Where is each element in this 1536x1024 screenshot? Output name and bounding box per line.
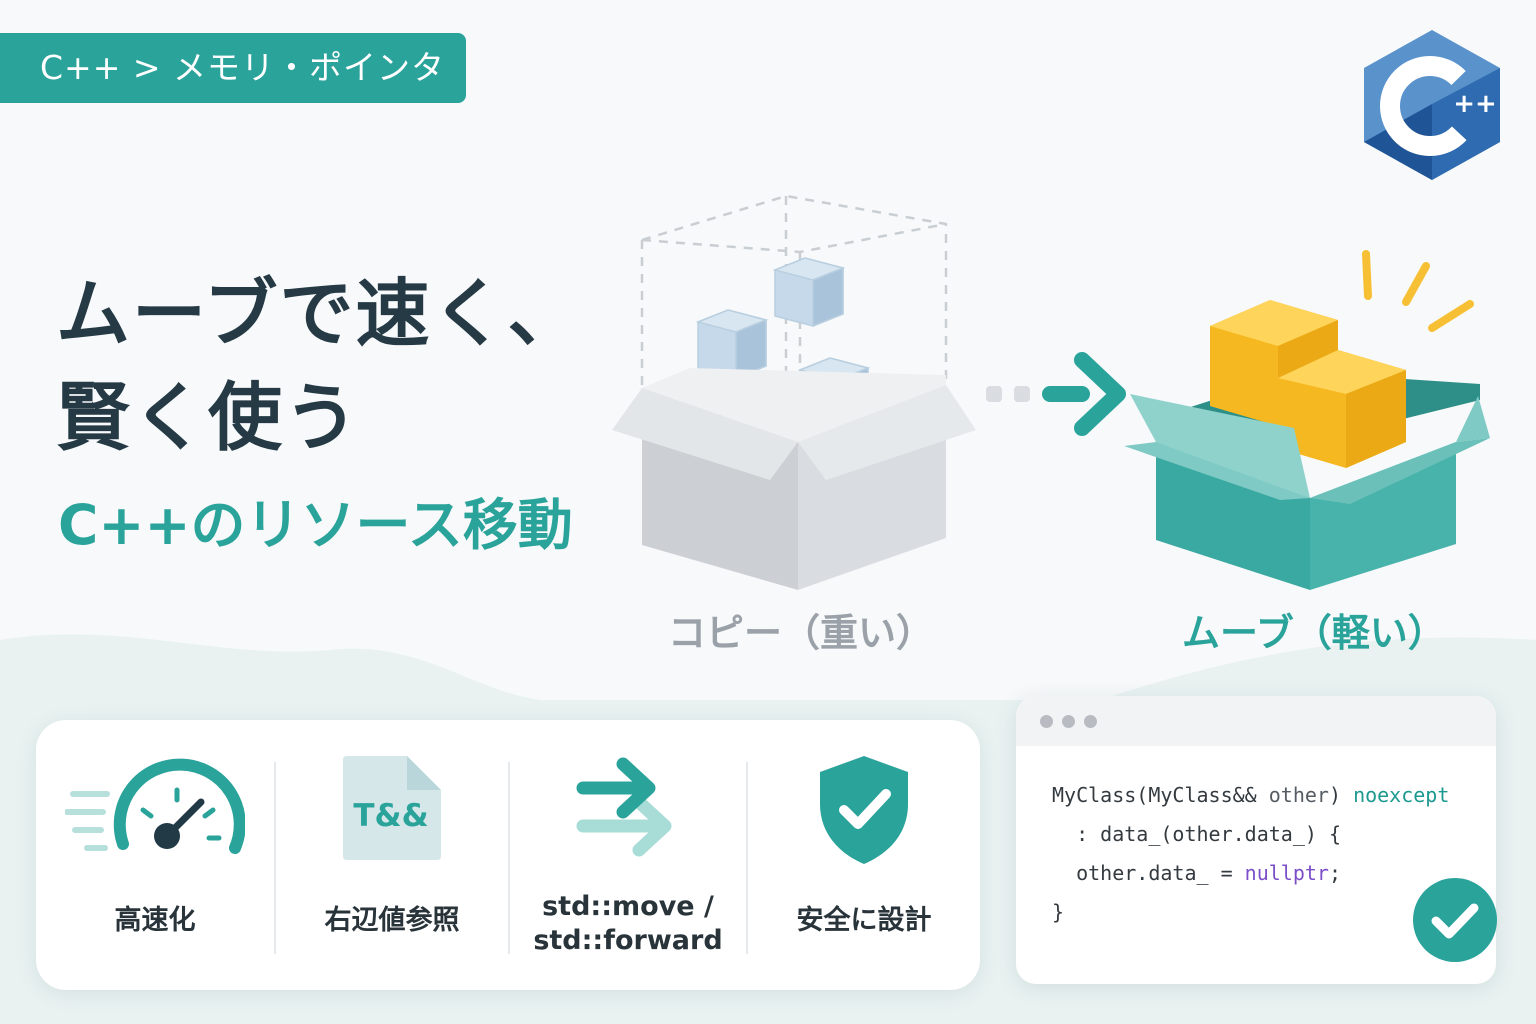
- headline-line-2: 賢く使う: [56, 375, 360, 461]
- move-box-icon: [1124, 300, 1490, 590]
- feature-label-safe: 安全に設計: [796, 905, 932, 936]
- code-line-2: : data_(other.data_) {: [1052, 822, 1341, 846]
- shield-check-icon: [820, 756, 908, 864]
- cpp-logo-icon: ++: [1364, 30, 1500, 180]
- rvalue-icon-text: T&&: [353, 798, 428, 834]
- copy-box-icon: [612, 368, 976, 590]
- rvalue-reference-file-icon: T&&: [343, 756, 441, 860]
- feature-move-forward: std::move / std::forward: [510, 720, 746, 990]
- code-block: MyClass(MyClass&& other) noexcept : data…: [1052, 776, 1449, 932]
- move-cubes-icon: [1210, 300, 1406, 468]
- feature-divider: [508, 762, 510, 954]
- check-circle-icon: [1413, 878, 1497, 962]
- feature-label-move-forward: std::move / std::forward: [533, 891, 723, 956]
- move-label: ムーブ（軽い）: [1182, 611, 1446, 655]
- copy-label: コピー（重い）: [668, 611, 935, 655]
- feature-rvalue: T&& 右辺値参照: [276, 720, 508, 990]
- feature-label-speed: 高速化: [114, 905, 196, 936]
- code-line-3: other.data_ = nullptr;: [1052, 861, 1341, 885]
- window-dot-icon[interactable]: [1062, 715, 1075, 728]
- code-line-1: MyClass(MyClass&& other) noexcept: [1052, 783, 1450, 807]
- window-dot-icon[interactable]: [1040, 715, 1053, 728]
- feature-divider: [274, 762, 276, 954]
- headline-line-1: ムーブで速く、: [56, 271, 584, 357]
- feature-label-rvalue: 右辺値参照: [324, 905, 460, 936]
- headline: ムーブで速く、 賢く使う: [56, 262, 584, 470]
- window-titlebar: [1016, 696, 1496, 746]
- feature-safe: 安全に設計: [748, 720, 980, 990]
- feature-speed: 高速化: [36, 720, 274, 990]
- speedometer-icon: [65, 758, 245, 854]
- subtitle: C++のリソース移動: [58, 493, 573, 557]
- code-line-4: }: [1052, 900, 1065, 924]
- move-forward-arrows-icon: [576, 757, 672, 857]
- move-arrow-icon: [986, 352, 1126, 436]
- feature-card: 高速化 T&& 右辺値参照 std::move / std::forward 安…: [36, 720, 980, 990]
- copy-vs-move-illustration: [612, 194, 1490, 590]
- feature-divider: [746, 762, 748, 954]
- code-snippet-window: MyClass(MyClass&& other) noexcept : data…: [1016, 696, 1496, 984]
- sparkle-lines-icon: [1362, 250, 1474, 332]
- cpp-logo-text: ++: [1453, 89, 1497, 119]
- breadcrumb[interactable]: C++ > メモリ・ポインタ: [0, 33, 466, 103]
- window-dot-icon[interactable]: [1084, 715, 1097, 728]
